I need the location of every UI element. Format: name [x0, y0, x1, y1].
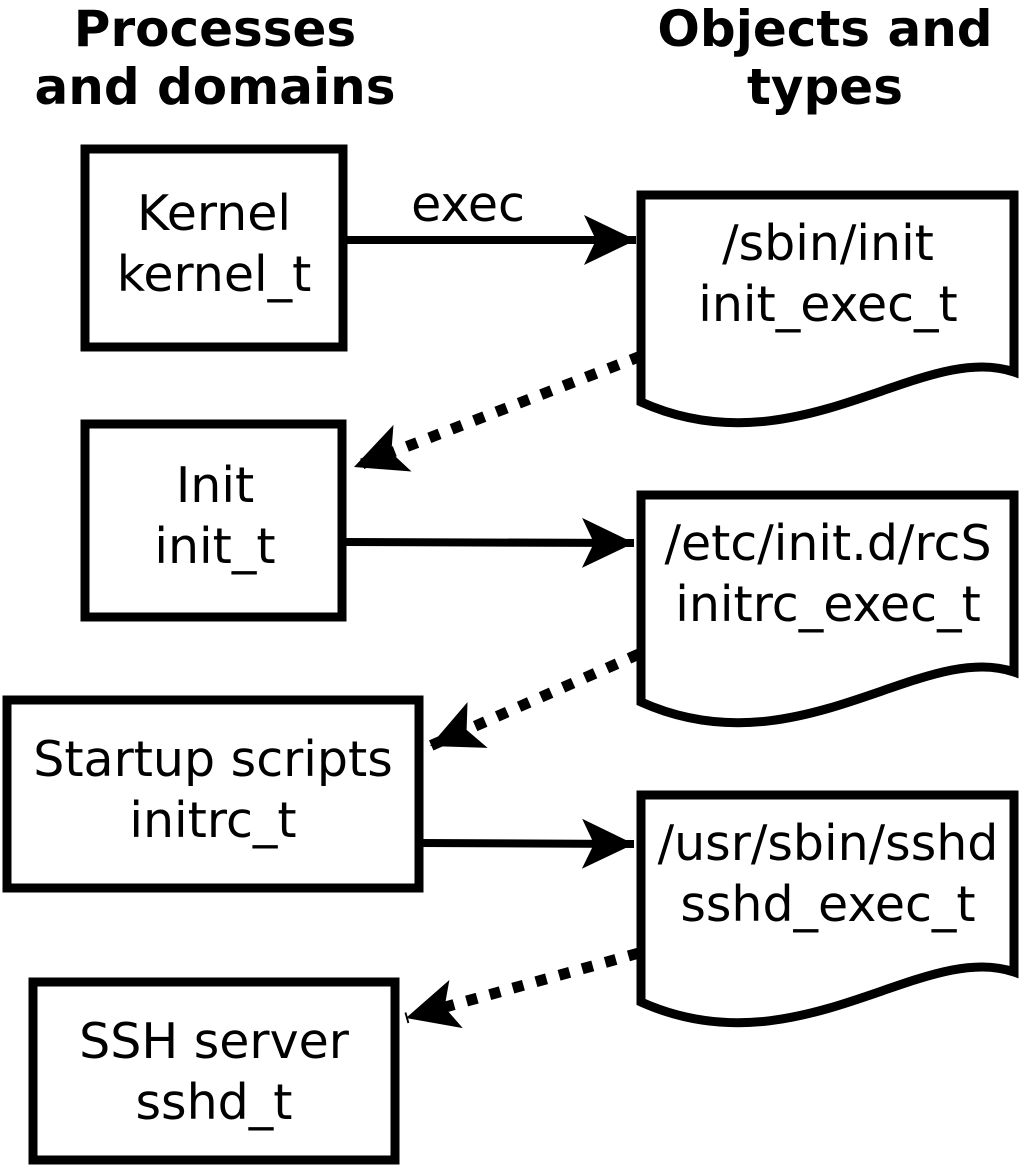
- exec-arrow-init-to-rcs: [345, 517, 635, 568]
- init-process-box: [80, 419, 347, 622]
- etc-initd-rcs-document: [636, 490, 1019, 728]
- startup-scripts-process-type: initrc_t: [129, 792, 297, 849]
- init-process-name: Init: [175, 457, 255, 514]
- kernel-process-type: kernel_t: [116, 246, 312, 303]
- exec-edge-label: exec: [411, 176, 525, 233]
- exec-arrow-initrc-to-sshd: [419, 818, 635, 869]
- startup-scripts-process-box: [2, 695, 424, 893]
- usr-sbin-sshd-type: sshd_exec_t: [680, 876, 976, 933]
- usr-sbin-sshd-document: [636, 790, 1019, 1028]
- column-header-processes-line1: Processes: [73, 0, 357, 58]
- ssh-server-process-name: SSH server: [79, 1013, 349, 1070]
- init-process-box-label: Init init_t: [80, 455, 350, 577]
- column-header-objects-line2: types: [747, 58, 903, 116]
- column-header-processes: Processes and domains: [15, 0, 415, 116]
- sbin-init-document: [636, 190, 1019, 428]
- transition-arrow-rcs-to-initrc-domain: [427, 648, 642, 752]
- sbin-init-path: /sbin/init: [722, 215, 934, 272]
- etc-initd-rcs-document-label: /etc/init.d/rcS initrc_exec_t: [640, 513, 1016, 635]
- init-process-type: init_t: [154, 518, 276, 575]
- kernel-process-box: [80, 144, 348, 352]
- etc-initd-rcs-path: /etc/init.d/rcS: [664, 515, 992, 572]
- startup-scripts-process-box-label: Startup scripts initrc_t: [2, 729, 424, 851]
- column-header-objects: Objects and types: [625, 0, 1024, 116]
- ssh-server-process-type: sshd_t: [135, 1074, 293, 1131]
- usr-sbin-sshd-document-label: /usr/sbin/sshd sshd_exec_t: [640, 813, 1016, 935]
- sbin-init-document-label: /sbin/init init_exec_t: [640, 213, 1016, 335]
- transition-arrow-sbin-init-to-init-domain: [352, 350, 643, 473]
- ssh-server-process-box-label: SSH server sshd_t: [28, 1011, 400, 1133]
- ssh-server-process-box: [28, 977, 400, 1165]
- sbin-init-type: init_exec_t: [698, 276, 958, 333]
- column-header-objects-line1: Objects and: [657, 0, 993, 58]
- etc-initd-rcs-type: initrc_exec_t: [675, 576, 981, 633]
- column-header-processes-line2: and domains: [34, 58, 396, 116]
- kernel-process-box-label: Kernel kernel_t: [80, 183, 348, 305]
- startup-scripts-process-name: Startup scripts: [33, 731, 393, 788]
- transition-arrow-sshd-to-sshd-domain: [404, 947, 641, 1029]
- kernel-process-name: Kernel: [137, 185, 291, 242]
- usr-sbin-sshd-path: /usr/sbin/sshd: [657, 815, 999, 872]
